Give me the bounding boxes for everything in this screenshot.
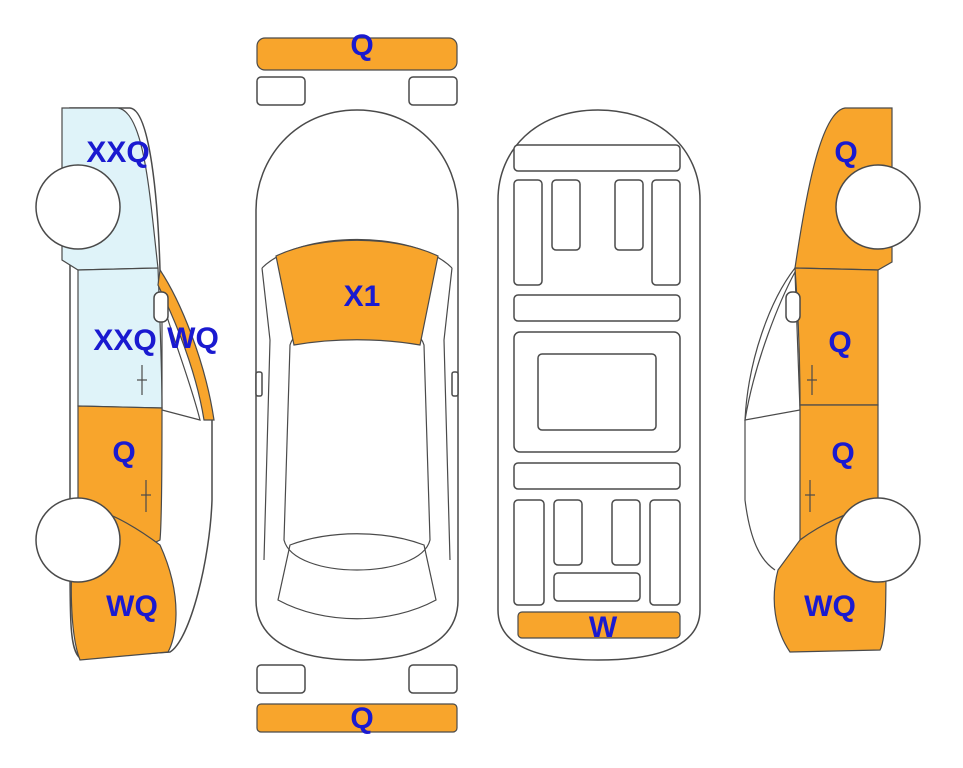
underbody-rear-label: W bbox=[589, 611, 618, 644]
underbody-frame-r2 bbox=[614, 179, 644, 251]
windshield-panel[interactable] bbox=[275, 239, 439, 346]
underbody-rear-panel[interactable] bbox=[517, 611, 681, 639]
right-body-outline bbox=[744, 267, 796, 571]
right-mirror bbox=[451, 371, 459, 397]
underbody-rear-tank bbox=[553, 572, 641, 602]
right-front-fender-label: Q bbox=[834, 136, 857, 169]
underbody-center-plate bbox=[537, 353, 657, 431]
windshield-label: X1 bbox=[344, 280, 381, 313]
left-rear-quarter-label: WQ bbox=[106, 590, 158, 623]
front-bumper-label: Q bbox=[350, 29, 373, 62]
top-view-right-side bbox=[443, 267, 453, 561]
left-front-door-handle bbox=[137, 365, 147, 395]
rear-bumper-label: Q bbox=[350, 702, 373, 735]
underbody-frame-r1 bbox=[651, 179, 681, 286]
right-front-door-label: Q bbox=[828, 326, 851, 359]
left-a-pillar-label: WQ bbox=[167, 322, 219, 355]
right-front-wheel bbox=[835, 164, 921, 250]
left-front-wheel bbox=[35, 164, 121, 250]
right-rear-quarter-label: WQ bbox=[804, 590, 856, 623]
damage-labels: Q X1 Q W XXQ XXQ WQ Q WQ Q Q Q WQ bbox=[86, 29, 857, 735]
left-taillight bbox=[256, 664, 306, 694]
rear-window bbox=[277, 533, 437, 620]
left-side-view bbox=[35, 107, 215, 661]
left-a-pillar-panel[interactable] bbox=[157, 268, 215, 421]
underbody-rear-l1 bbox=[513, 499, 545, 606]
right-rear-wheel bbox=[835, 497, 921, 583]
underbody-front-panel bbox=[513, 144, 681, 172]
underbody-frame-l1 bbox=[513, 179, 543, 286]
top-view-body bbox=[255, 109, 459, 661]
left-headlight bbox=[256, 76, 306, 106]
underbody-rear-l2 bbox=[553, 499, 583, 566]
underbody-crossmember-1 bbox=[513, 294, 681, 322]
rear-bumper-panel[interactable] bbox=[256, 703, 458, 733]
right-side-view bbox=[744, 107, 921, 653]
top-view-left-side bbox=[261, 267, 271, 561]
left-front-door-label: XXQ bbox=[93, 324, 156, 357]
underbody-frame-l2 bbox=[551, 179, 581, 251]
top-view bbox=[255, 37, 459, 733]
right-taillight bbox=[408, 664, 458, 694]
left-front-fender-label: XXQ bbox=[86, 136, 149, 169]
left-rear-door-handle bbox=[141, 480, 151, 512]
right-rear-door-label: Q bbox=[831, 437, 854, 470]
underbody-view bbox=[497, 109, 701, 661]
right-side-mirror bbox=[785, 291, 801, 323]
underbody-rear-r2 bbox=[611, 499, 641, 566]
front-bumper-panel[interactable] bbox=[256, 37, 458, 71]
left-rear-door-label: Q bbox=[112, 436, 135, 469]
right-headlight bbox=[408, 76, 458, 106]
underbody-crossmember-2 bbox=[513, 462, 681, 490]
right-rear-door-handle bbox=[805, 480, 815, 512]
left-mirror bbox=[255, 371, 263, 397]
left-side-mirror bbox=[153, 291, 169, 323]
left-rear-wheel bbox=[35, 497, 121, 583]
right-front-door-handle bbox=[807, 365, 817, 395]
underbody-rear-r1 bbox=[649, 499, 681, 606]
